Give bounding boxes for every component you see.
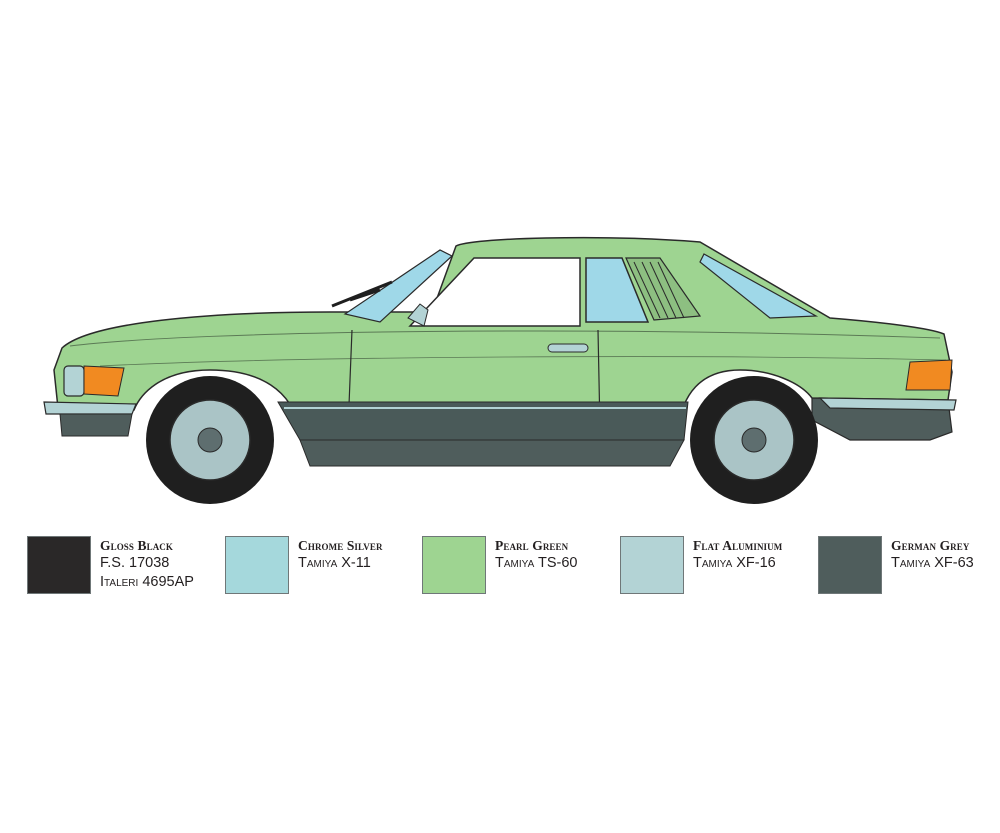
paint-chrome-silver: Chrome Silver Tamiya X-11	[225, 536, 415, 600]
paint-ref: Tamiya X-11	[298, 555, 371, 571]
swatch-gloss-black	[27, 536, 91, 594]
paint-ref: Italeri 4695AP	[100, 574, 194, 590]
car-illustration	[43, 236, 957, 504]
shoulder-line-2	[99, 356, 947, 367]
rear-wheel	[690, 376, 818, 504]
shoulder-line	[69, 330, 941, 347]
paint-ref: F.S. 17038	[100, 555, 170, 571]
side-mirror	[407, 303, 429, 327]
paint-name: Gloss Black	[100, 538, 173, 553]
front-bumper	[43, 401, 137, 415]
paint-ref: Tamiya XF-16	[693, 555, 776, 571]
door-handle	[547, 343, 589, 353]
rear-bumper	[818, 397, 957, 411]
swatch-chrome-silver	[225, 536, 289, 594]
paint-name: Flat Aluminium	[693, 538, 783, 553]
rear-side-window	[585, 257, 650, 323]
paint-legend: Gloss Black F.S. 17038 Italeri 4695AP Ch…	[0, 536, 1000, 606]
front-wheel	[146, 376, 274, 504]
rocker-lower	[299, 439, 685, 467]
rear-window	[699, 253, 819, 319]
front-side-window	[408, 257, 581, 327]
headlight	[63, 365, 85, 397]
paint-pearl-green: Pearl Green Tamiya TS-60	[422, 536, 612, 600]
paint-ref: Tamiya XF-63	[891, 555, 974, 571]
paint-flat-aluminium: Flat Aluminium Tamiya XF-16	[620, 536, 810, 600]
windscreen	[343, 249, 454, 323]
swatch-pearl-green	[422, 536, 486, 594]
paint-german-grey: German Grey Tamiya XF-63	[818, 536, 1000, 600]
wiper	[331, 280, 393, 308]
swatch-german-grey	[818, 536, 882, 594]
rear-indicator	[905, 359, 953, 391]
paint-name: Chrome Silver	[298, 538, 383, 553]
front-lower-grille	[59, 413, 133, 437]
paint-name: Pearl Green	[495, 538, 569, 553]
paint-gloss-black: Gloss Black F.S. 17038 Italeri 4695AP	[27, 536, 217, 600]
paint-name: German Grey	[891, 538, 970, 553]
paint-ref: Tamiya TS-60	[495, 555, 578, 571]
swatch-flat-aluminium	[620, 536, 684, 594]
front-indicator	[83, 365, 125, 397]
